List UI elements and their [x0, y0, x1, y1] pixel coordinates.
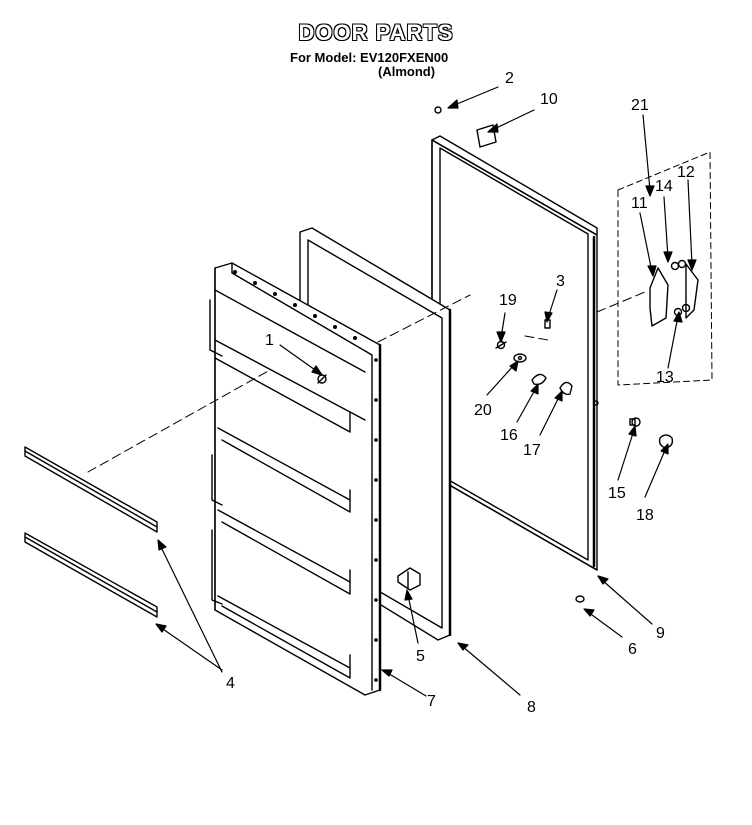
callout-11: 11	[631, 195, 648, 212]
door-shelf-bar-lower	[24, 532, 158, 618]
callout-1: 1	[265, 332, 274, 349]
small-hardware	[317, 106, 674, 603]
hinge-assembly	[617, 151, 713, 386]
callout-3: 3	[556, 273, 565, 290]
diagram-title: DOOR PARTS	[298, 20, 454, 45]
model-color: (Almond)	[378, 64, 436, 79]
callout-14: 14	[655, 178, 673, 195]
callout-labels: 1 2 3 4 5 6 7 8 9 10 11 12 13 14 15 16 1…	[226, 70, 695, 716]
callout-2: 2	[505, 70, 514, 87]
callout-4: 4	[226, 675, 235, 692]
callout-21: 21	[631, 97, 649, 114]
callout-6: 6	[628, 641, 637, 658]
assembly-lines	[87, 291, 646, 473]
callout-8: 8	[527, 699, 536, 716]
callout-16: 16	[500, 427, 518, 444]
door-liner	[209, 262, 382, 696]
callout-15: 15	[608, 485, 626, 502]
callout-5: 5	[416, 648, 425, 665]
model-number: For Model: EV120FXEN00	[290, 50, 449, 65]
callout-9: 9	[656, 625, 665, 642]
liner-holes	[233, 270, 378, 682]
callout-13: 13	[656, 369, 674, 386]
callout-17: 17	[523, 442, 541, 459]
callout-20: 20	[474, 402, 492, 419]
callout-19: 19	[499, 292, 517, 309]
leader-arrows	[155, 86, 697, 697]
callout-10: 10	[540, 91, 558, 108]
door-outer-panel	[431, 135, 599, 571]
callout-18: 18	[636, 507, 654, 524]
door-shelf-bar-upper	[24, 446, 158, 533]
callout-12: 12	[677, 164, 695, 181]
callout-7: 7	[427, 693, 436, 710]
